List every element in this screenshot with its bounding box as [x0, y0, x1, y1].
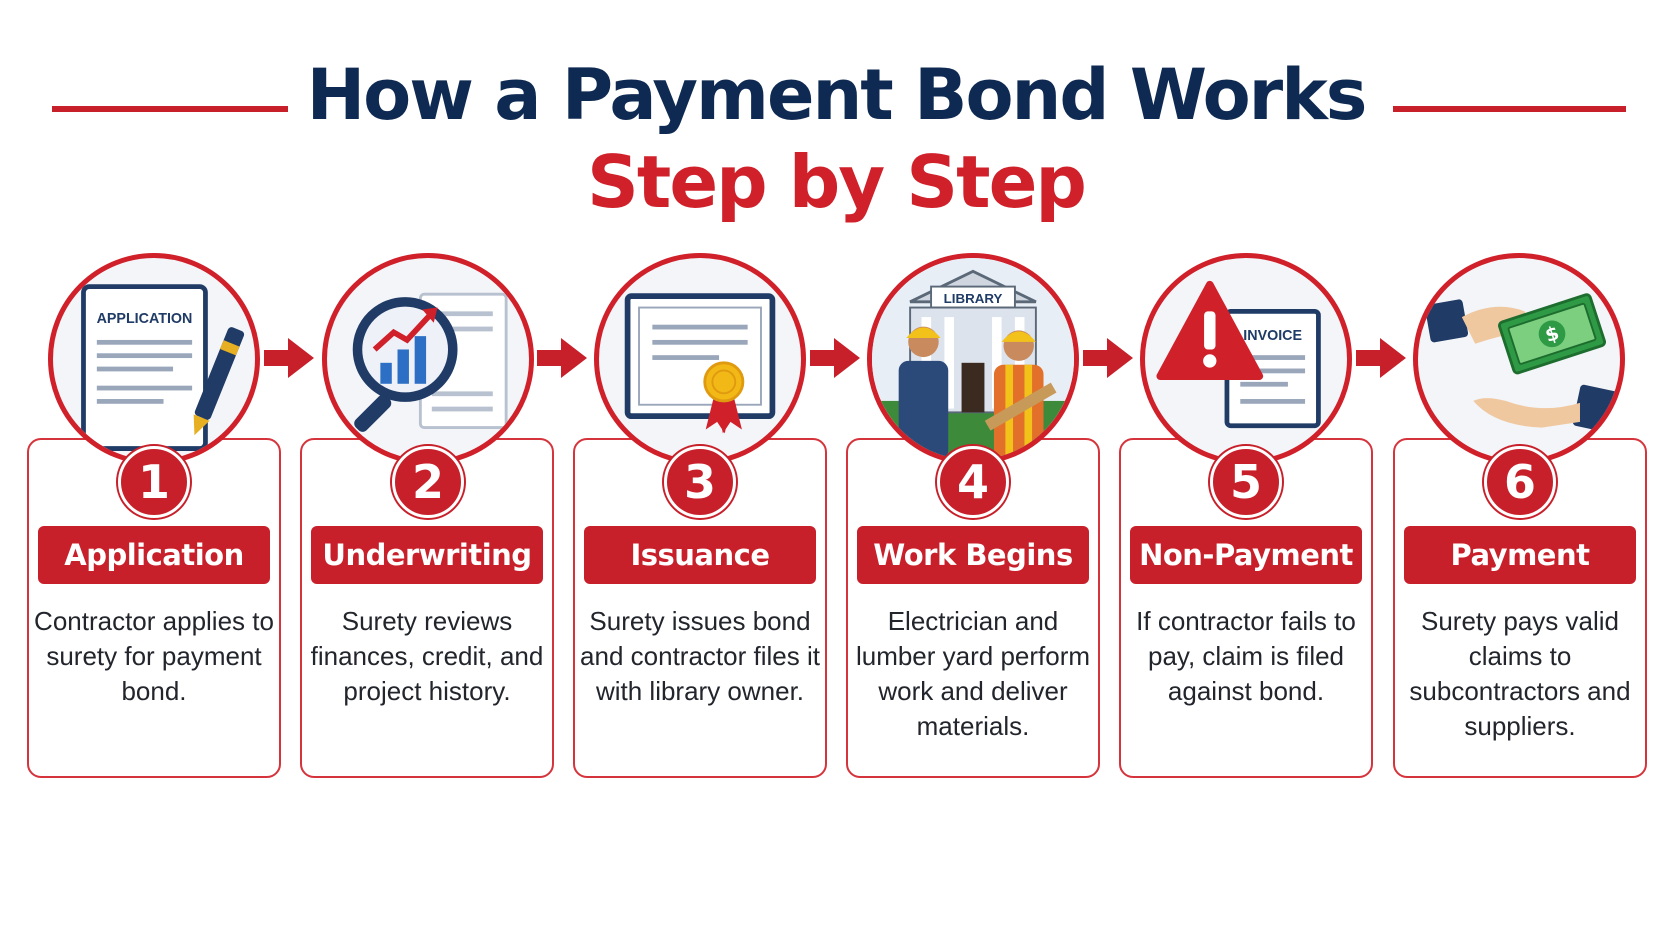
warning-invoice-icon: INVOICE	[1140, 253, 1352, 465]
step-description-6: Surety pays valid claims to subcontracto…	[1409, 606, 1631, 741]
step-description-4: Electrician and lumber yard perform work…	[855, 606, 1091, 741]
step-description-1: Contractor applies to surety for payment…	[34, 606, 274, 706]
step-number-2: 2	[392, 446, 464, 518]
step-number-5: 5	[1210, 446, 1282, 518]
step-label-2: Underwriting	[311, 526, 543, 584]
step-description-2: Surety reviews finances, credit, and pro…	[310, 606, 544, 706]
step-number-1: 1	[118, 446, 190, 518]
svg-text:INVOICE: INVOICE	[1243, 328, 1302, 344]
page-title: How a Payment Bond Works	[306, 54, 1368, 136]
step-label-3: Issuance	[584, 526, 816, 584]
svg-text:$: $	[1543, 322, 1562, 347]
magnifier-chart-icon	[322, 253, 534, 465]
step-number-4: 4	[937, 446, 1009, 518]
title-rule-right	[1393, 106, 1626, 112]
library-workers-icon: LIBRARY	[867, 253, 1079, 465]
page-subtitle: Step by Step	[587, 140, 1087, 224]
step-description-5: If contractor fails to pay, claim is fil…	[1136, 606, 1356, 706]
arrow-right-icon	[264, 338, 314, 378]
money-handoff-icon: $	[1413, 253, 1625, 465]
certificate-icon	[594, 253, 806, 465]
arrow-right-icon	[810, 338, 860, 378]
arrow-right-icon	[537, 338, 587, 378]
step-label-6: Payment	[1404, 526, 1636, 584]
step-label-5: Non-Payment	[1130, 526, 1362, 584]
step-description-3: Surety issues bond and contractor files …	[580, 606, 820, 706]
title-rule-left	[52, 106, 288, 112]
svg-text:LIBRARY: LIBRARY	[944, 291, 1003, 306]
arrow-right-icon	[1083, 338, 1133, 378]
step-label-4: Work Begins	[857, 526, 1089, 584]
step-label-1: Application	[38, 526, 270, 584]
step-card-2	[300, 438, 554, 778]
arrow-right-icon	[1356, 338, 1406, 378]
application-form-icon: APPLICATION	[48, 253, 260, 465]
svg-text:APPLICATION: APPLICATION	[97, 311, 193, 327]
step-number-3: 3	[664, 446, 736, 518]
step-number-6: 6	[1484, 446, 1556, 518]
